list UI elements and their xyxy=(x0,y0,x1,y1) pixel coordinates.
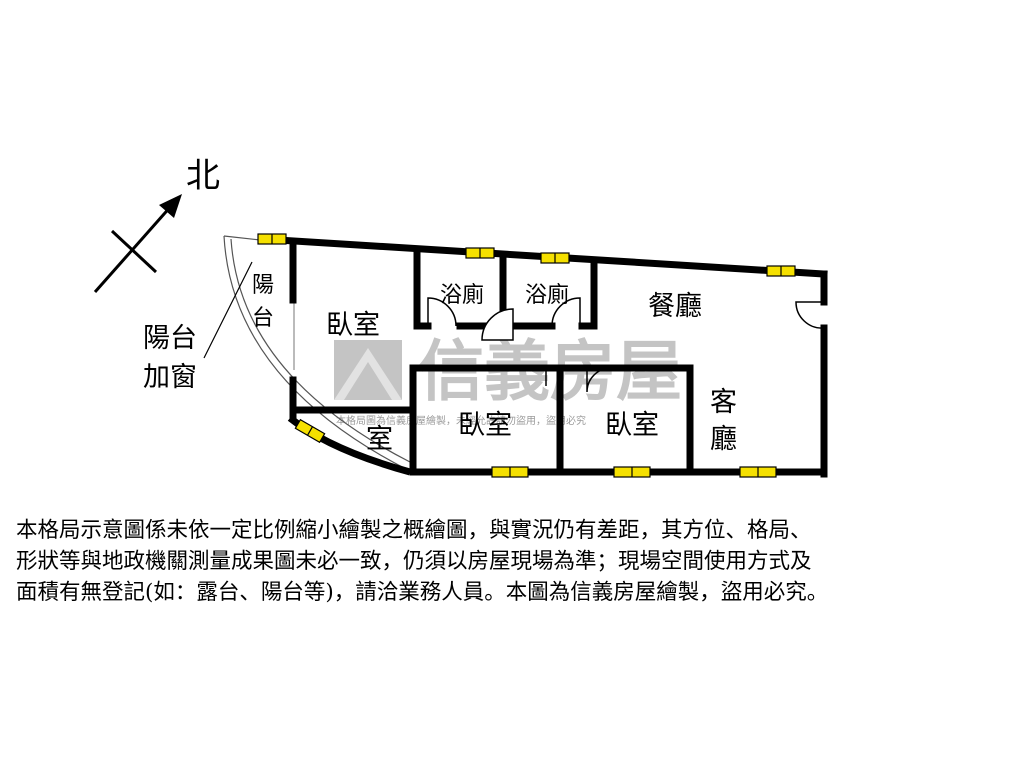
disclaimer-line: 本格局示意圖係未依一定比例縮小繪製之概繪圖，與實況仍有差距，其方位、格局、 xyxy=(16,518,812,543)
room-label-bath-1: 浴廁 xyxy=(440,283,484,308)
disclaimer: 本格局示意圖係未依一定比例縮小繪製之概繪圖，與實況仍有差距，其方位、格局、 形狀… xyxy=(16,515,1011,608)
window-icon xyxy=(491,466,529,478)
room-label-dining: 餐廳 xyxy=(648,291,702,322)
room-label-bedroom-2: 臥室 xyxy=(458,410,512,441)
floor-plan: 信義房屋 本格局圖為信義房屋繪製，未經允許請勿盜用，盜用必究 北 xyxy=(93,156,828,478)
window-icon xyxy=(465,247,495,259)
window-icon xyxy=(257,233,287,245)
door-bedroom-3-icon xyxy=(586,367,612,393)
doors xyxy=(427,297,825,393)
door-entrance-icon xyxy=(795,301,825,329)
label-balcony-window-2: 加窗 xyxy=(143,362,197,393)
watermark-logo-icon xyxy=(334,340,402,400)
compass-arrow-head-icon xyxy=(159,194,182,218)
window-icon xyxy=(540,252,570,264)
compass-arrow-icon xyxy=(93,204,174,293)
room-label-room-fragment: 室 xyxy=(366,424,393,455)
room-label-bath-2: 浴廁 xyxy=(525,283,569,308)
door-bath-1-icon xyxy=(427,297,457,327)
room-label-bedroom-3: 臥室 xyxy=(605,410,659,441)
watermark-notice: 本格局圖為信義房屋繪製，未經允許請勿盜用，盜用必究 xyxy=(336,414,586,427)
windows xyxy=(257,233,796,478)
room-label-balcony-2: 台 xyxy=(252,306,274,331)
compass-cross-icon xyxy=(110,229,158,274)
window-icon xyxy=(613,466,651,478)
disclaimer-line: 形狀等與地政機關測量成果圖未必一致，仍須以房屋現場為準；現場空間使用方式及 xyxy=(16,549,812,574)
room-label-bedroom-main: 臥室 xyxy=(326,310,380,341)
room-label-living-2: 廳 xyxy=(710,424,737,455)
balcony-label-leader xyxy=(203,261,253,359)
compass: 北 xyxy=(93,156,220,293)
door-bedroom-2-icon xyxy=(481,308,514,341)
disclaimer-line: 面積有無登記(如：露台、陽台等)，請洽業務人員。本圖為信義房屋繪製，盜用必究。 xyxy=(16,580,829,605)
window-icon xyxy=(294,418,326,444)
room-label-living-1: 客 xyxy=(710,387,737,418)
room-label-balcony-1: 陽 xyxy=(252,273,274,298)
window-icon xyxy=(739,466,777,478)
label-balcony-window-1: 陽台 xyxy=(143,323,197,354)
compass-north-label: 北 xyxy=(186,156,220,196)
window-icon xyxy=(766,265,796,277)
door-bath-2-icon xyxy=(551,297,581,327)
